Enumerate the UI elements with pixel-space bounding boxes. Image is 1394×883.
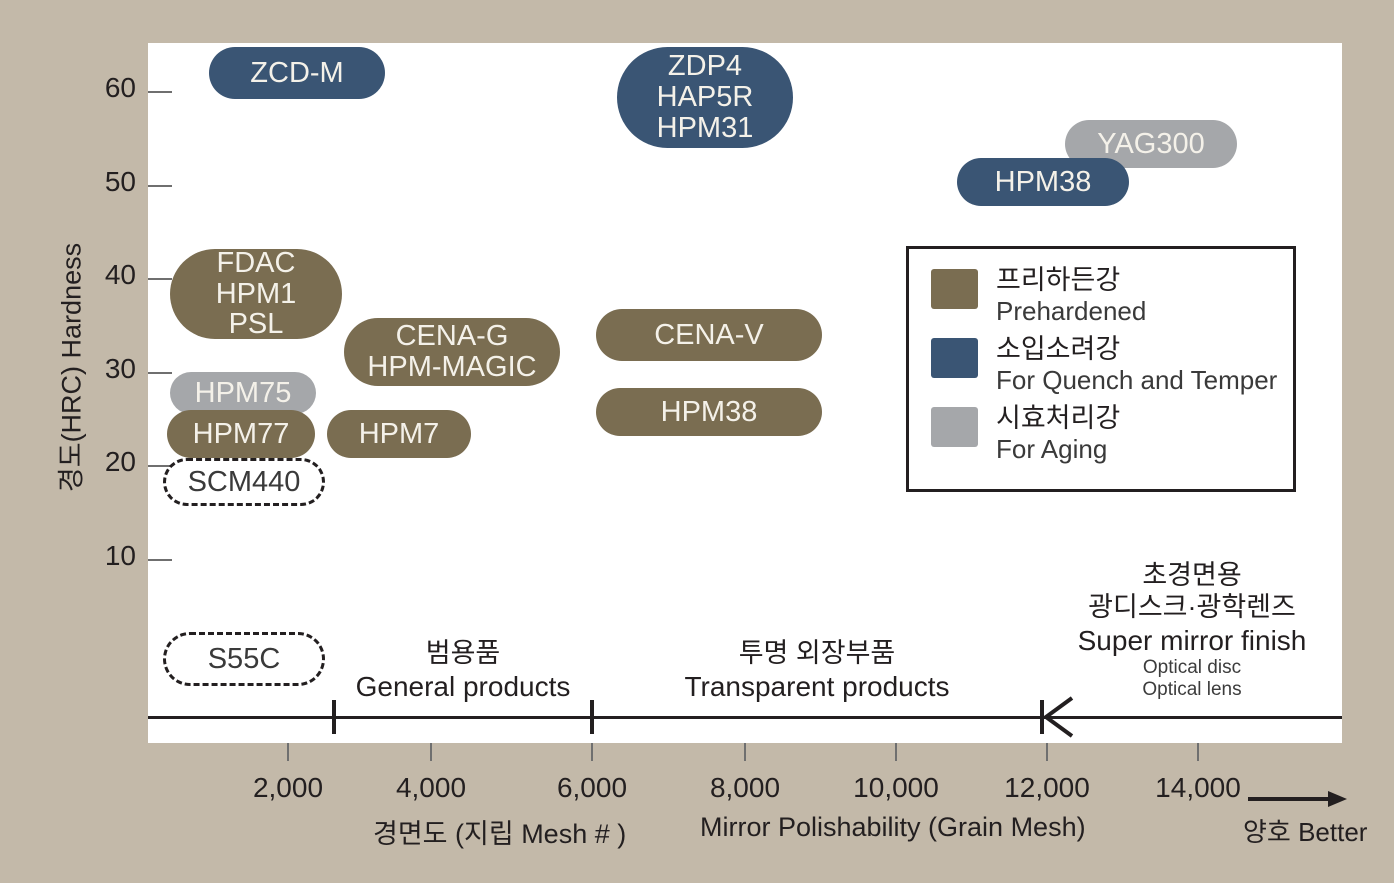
data-capsule-hpm75: HPM75: [170, 372, 316, 414]
legend-swatch-prehardened: [931, 269, 978, 309]
left-arrowhead-icon: [1042, 696, 1074, 738]
capsule-label: HPM38: [660, 395, 758, 428]
capsule-label: PSL: [228, 308, 284, 341]
x-tick-mark: [591, 743, 593, 761]
capsule-label: SCM440: [187, 465, 301, 498]
capsule-label: HPM75: [194, 376, 292, 409]
legend-row: 시효처리강 For Aging: [931, 403, 1293, 464]
data-capsule-hpm7: HPM7: [327, 410, 471, 458]
x-zone-divider-12000: [1040, 700, 1044, 734]
y-axis-title: 경도(HRC) Hardness: [56, 242, 87, 493]
zone-label-text: General products: [355, 670, 571, 702]
y-tick-mark: [148, 465, 172, 467]
x-tick-mark: [1197, 743, 1199, 761]
y-tick-mark: [148, 91, 172, 93]
y-tick-mark: [148, 185, 172, 187]
capsule-label: FDAC: [216, 246, 296, 279]
legend-row: 소입소려강 For Quench and Temper: [931, 334, 1293, 395]
capsule-label: CENA-V: [654, 318, 764, 351]
x-tick-mark: [430, 743, 432, 761]
capsule-label: CENA-G: [395, 320, 509, 353]
legend-label-kr: 프리하든강: [996, 265, 1121, 295]
capsule-label: HPM7: [358, 417, 440, 450]
legend-label-en: For Quench and Temper: [996, 364, 1278, 395]
y-tick-mark: [148, 278, 172, 280]
zone-label-text: 범용품: [425, 638, 501, 668]
x-zone-divider-2500: [332, 700, 336, 734]
x-zone-divider-6000: [590, 700, 594, 734]
zone-label-text: Optical disc: [1142, 656, 1242, 678]
zone-label-text: Optical lens: [1142, 678, 1242, 700]
y-tick-mark: [148, 372, 172, 374]
data-capsule-cena-v: CENA-V: [596, 309, 822, 361]
y-tick-mark: [148, 559, 172, 561]
legend-row: 프리하든강 Prehardened: [931, 265, 1293, 326]
zone-label-text: Super mirror finish: [1077, 624, 1307, 656]
legend: 프리하든강 Prehardened 소입소려강 For Quench and T…: [906, 246, 1296, 492]
capsule-label: HPM1: [215, 277, 297, 310]
x-tick-label: 10,000: [853, 772, 939, 803]
legend-label-en: Prehardened: [996, 295, 1147, 326]
legend-swatch-quench-temper: [931, 337, 978, 378]
data-capsule-scm440: SCM440: [163, 458, 325, 506]
x-tick-label: 6,000: [556, 772, 628, 803]
capsule-label: YAG300: [1097, 127, 1205, 160]
y-tick-label: 40: [104, 259, 136, 290]
y-tick-label: 60: [104, 72, 136, 103]
y-tick-label: 30: [104, 353, 136, 384]
better-label: 양호 Better: [1243, 817, 1368, 847]
better-arrow-icon: [1248, 791, 1347, 807]
capsule-label: ZDP4: [667, 50, 743, 83]
capsule-label: HPM77: [192, 417, 290, 450]
x-tick-label: 8,000: [709, 772, 781, 803]
x-tick-mark: [287, 743, 289, 761]
capsule-label: S55C: [207, 642, 281, 675]
data-capsule-yag300: YAG300: [1065, 120, 1237, 168]
legend-swatch-aging: [931, 406, 978, 447]
data-capsule-hpm77: HPM77: [167, 410, 315, 458]
y-tick-label: 50: [104, 166, 136, 197]
zone-label-text: 초경면용: [1142, 560, 1242, 590]
x-tick-mark: [895, 743, 897, 761]
x-axis-baseline: [148, 716, 1342, 719]
zone-label-text: 투명 외장부품: [738, 638, 896, 668]
legend-label-en: For Aging: [996, 433, 1108, 464]
x-tick-label: 14,000: [1155, 772, 1241, 803]
x-tick-label: 4,000: [395, 772, 467, 803]
zone-label-text: Transparent products: [684, 670, 950, 702]
x-tick-mark: [744, 743, 746, 761]
y-tick-label: 10: [104, 540, 136, 571]
zone-label-text: 광디스크·광학렌즈: [1088, 591, 1296, 622]
x-axis-title-kr: 경면도 (지립 Mesh # ): [373, 819, 627, 849]
x-tick-mark: [1046, 743, 1048, 761]
legend-label-kr: 시효처리강: [996, 402, 1121, 433]
legend-label-kr: 소입소려강: [996, 333, 1121, 364]
data-capsule-zcd-m: ZCD-M: [209, 47, 385, 99]
data-capsule-hpm38-qt: HPM38: [957, 158, 1129, 206]
capsule-label: HPM31: [656, 111, 754, 144]
capsule-label: HPM38: [994, 165, 1092, 198]
capsule-label: ZCD-M: [250, 56, 344, 89]
x-tick-label: 2,000: [252, 772, 324, 803]
capsule-label: HAP5R: [656, 81, 754, 114]
x-tick-label: 12,000: [1004, 772, 1090, 803]
data-capsule-hpm38-pre: HPM38: [596, 388, 822, 436]
x-axis-title-en: Mirror Polishability (Grain Mesh): [700, 812, 1086, 842]
y-tick-label: 20: [104, 446, 136, 477]
capsule-label: HPM-MAGIC: [367, 351, 537, 383]
data-capsule-s55c: S55C: [163, 632, 325, 686]
